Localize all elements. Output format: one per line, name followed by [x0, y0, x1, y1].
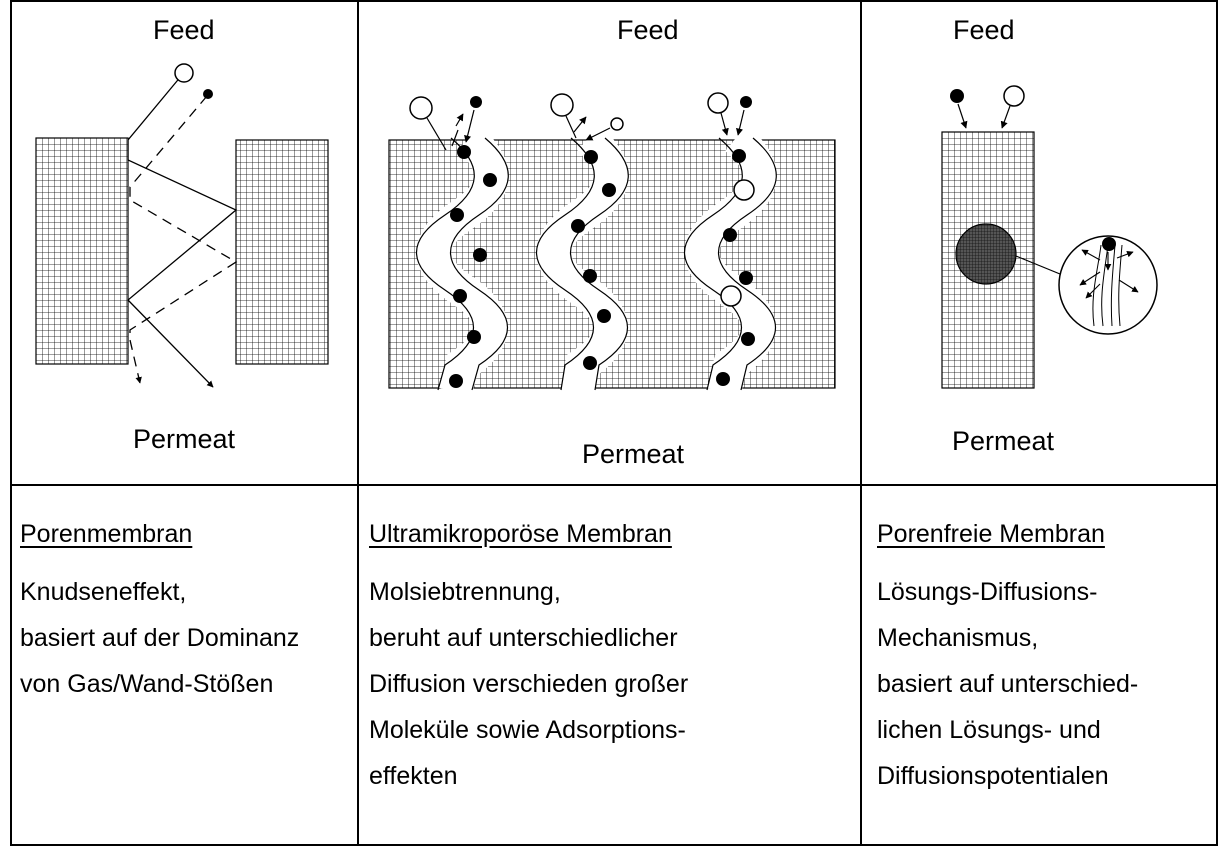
description-line: basiert auf unterschied- [877, 670, 1139, 698]
row-divider [10, 484, 1218, 486]
permeate-label-1: Permeat [133, 424, 236, 454]
description-line: Moleküle sowie Adsorptions- [369, 716, 686, 744]
feed-label-1: Feed [153, 15, 215, 45]
permeate-label-3: Permeat [952, 426, 1055, 456]
description-line: lichen Lösungs- und [877, 716, 1101, 744]
small-molecule-path [129, 95, 238, 384]
large-molecules [720, 179, 755, 307]
nonporous-membrane-diagram [941, 85, 1158, 389]
description-line: Diffusionspotentialen [877, 762, 1109, 790]
description-line: effekten [369, 762, 458, 790]
description-line: Diffusion verschieden großer [369, 670, 689, 698]
left-membrane-block [35, 137, 129, 365]
description-ultramicroporous-membrane: Molsiebtrennung, beruht auf unterschiedl… [369, 569, 688, 799]
description-line: beruht auf unterschiedlicher [369, 624, 678, 652]
large-molecule-path [127, 74, 238, 388]
description-line: Lösungs-Diffusions- [877, 578, 1098, 606]
description-line: Molsiebtrennung, [369, 578, 561, 606]
right-membrane-block [235, 139, 329, 365]
small-molecules-in-pores [449, 145, 755, 388]
description-nonporous-membrane: Lösungs-Diffusions- Mechanismus, basiert… [877, 569, 1138, 799]
description-line: Knudseneffekt, [20, 578, 187, 606]
pore-membrane-diagram [35, 63, 329, 388]
description-pore-membrane: Knudseneffekt, basiert auf der Dominanz … [20, 569, 299, 707]
ultramicroporous-membrane-diagram [388, 92, 836, 397]
feed-molecules-ultra [409, 92, 752, 151]
description-line: Mechanismus, [877, 624, 1039, 652]
heading-nonporous-membrane: Porenfreie Membran [877, 520, 1105, 548]
heading-ultramicroporous-membrane: Ultramikroporöse Membran [369, 520, 672, 548]
pore-channel-3 [684, 125, 777, 396]
heading-pore-membrane: Porenmembran [20, 520, 193, 548]
description-line: von Gas/Wand-Stößen [20, 670, 274, 698]
feed-label-3: Feed [953, 15, 1015, 45]
feed-label-2: Feed [617, 15, 679, 45]
small-molecule [203, 89, 213, 99]
description-line: basiert auf der Dominanz [20, 624, 300, 652]
table-frame [10, 0, 1218, 846]
large-molecule [174, 63, 194, 83]
magnified-view [1058, 235, 1158, 335]
column-divider-2 [860, 0, 862, 846]
sorption-zone [955, 223, 1017, 285]
column-divider-1 [357, 0, 359, 846]
pore-channel-2 [536, 125, 629, 395]
permeate-label-2: Permeat [582, 439, 685, 469]
